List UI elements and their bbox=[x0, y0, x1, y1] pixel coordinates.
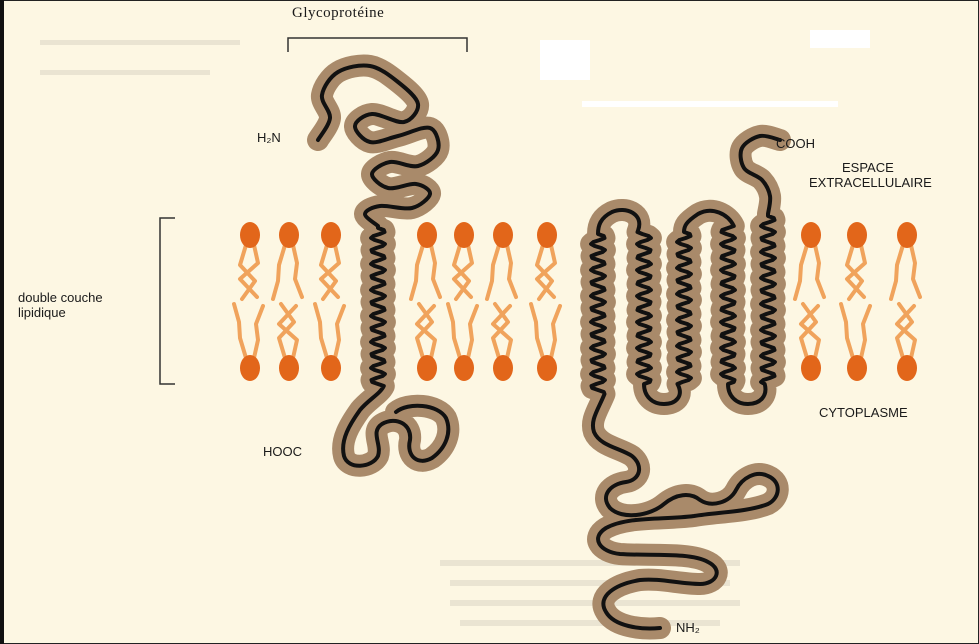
lipid-head bbox=[279, 355, 299, 381]
lipid-tails bbox=[240, 245, 258, 299]
lipid-head bbox=[847, 355, 867, 381]
lipid-tails bbox=[531, 304, 560, 358]
lipid-tails bbox=[417, 304, 435, 358]
extracellular-label-line1: ESPACE bbox=[842, 160, 894, 175]
lipid-head bbox=[801, 222, 821, 248]
lipid-tails bbox=[493, 304, 511, 358]
lipid-tails bbox=[234, 304, 263, 358]
lipid-tails bbox=[279, 304, 297, 358]
glycoprotein-bracket bbox=[288, 38, 467, 52]
lipid-head bbox=[240, 222, 260, 248]
lipid-tails bbox=[897, 304, 915, 358]
lipid-tails bbox=[454, 245, 472, 299]
lipid-tails bbox=[891, 245, 920, 299]
lipid-tails bbox=[841, 304, 870, 358]
lipid-head bbox=[847, 222, 867, 248]
lipid-head bbox=[279, 222, 299, 248]
lipid-head bbox=[801, 355, 821, 381]
scan-artifact bbox=[582, 101, 838, 107]
scan-artifact bbox=[540, 40, 590, 80]
lipid-head bbox=[897, 355, 917, 381]
cytoplasm-label: CYTOPLASME bbox=[819, 405, 908, 420]
lipid-head bbox=[493, 355, 513, 381]
lipid-head bbox=[537, 222, 557, 248]
lipid-tails bbox=[321, 245, 339, 299]
lipid-head bbox=[417, 222, 437, 248]
lipid-tails bbox=[801, 304, 819, 358]
bilayer-label-line2: lipidique bbox=[18, 305, 66, 320]
lipid-head bbox=[897, 222, 917, 248]
lipid-tails bbox=[448, 304, 477, 358]
nh2-terminus-label: NH₂ bbox=[676, 620, 700, 635]
membrane-proteins bbox=[318, 66, 780, 629]
cooh-terminus-label: COOH bbox=[776, 136, 815, 151]
scan-artifact bbox=[810, 30, 870, 48]
lipid-tails bbox=[537, 245, 555, 299]
lipid-head bbox=[454, 222, 474, 248]
lipid-head bbox=[493, 222, 513, 248]
lipid-head bbox=[537, 355, 557, 381]
bilayer-bracket bbox=[160, 218, 175, 384]
extracellular-label-line2: EXTRACELLULAIRE bbox=[809, 175, 932, 190]
lipid-head bbox=[321, 355, 341, 381]
lipid-bilayer bbox=[234, 222, 920, 381]
glycoprotein-label: Glycoprotéine bbox=[292, 6, 384, 21]
hooc-terminus-label: HOOC bbox=[263, 444, 302, 459]
lipid-head bbox=[321, 222, 341, 248]
lipid-head bbox=[454, 355, 474, 381]
lipid-tails bbox=[795, 245, 824, 299]
lipid-head bbox=[417, 355, 437, 381]
lipid-tails bbox=[847, 245, 865, 299]
lipid-head bbox=[240, 355, 260, 381]
h2n-terminus-label: H₂N bbox=[257, 130, 281, 145]
lipid-tails bbox=[273, 245, 302, 299]
lipid-tails bbox=[315, 304, 344, 358]
lipid-tails bbox=[487, 245, 516, 299]
bilayer-label-line1: double couche bbox=[18, 290, 103, 305]
lipid-tails bbox=[411, 245, 440, 299]
